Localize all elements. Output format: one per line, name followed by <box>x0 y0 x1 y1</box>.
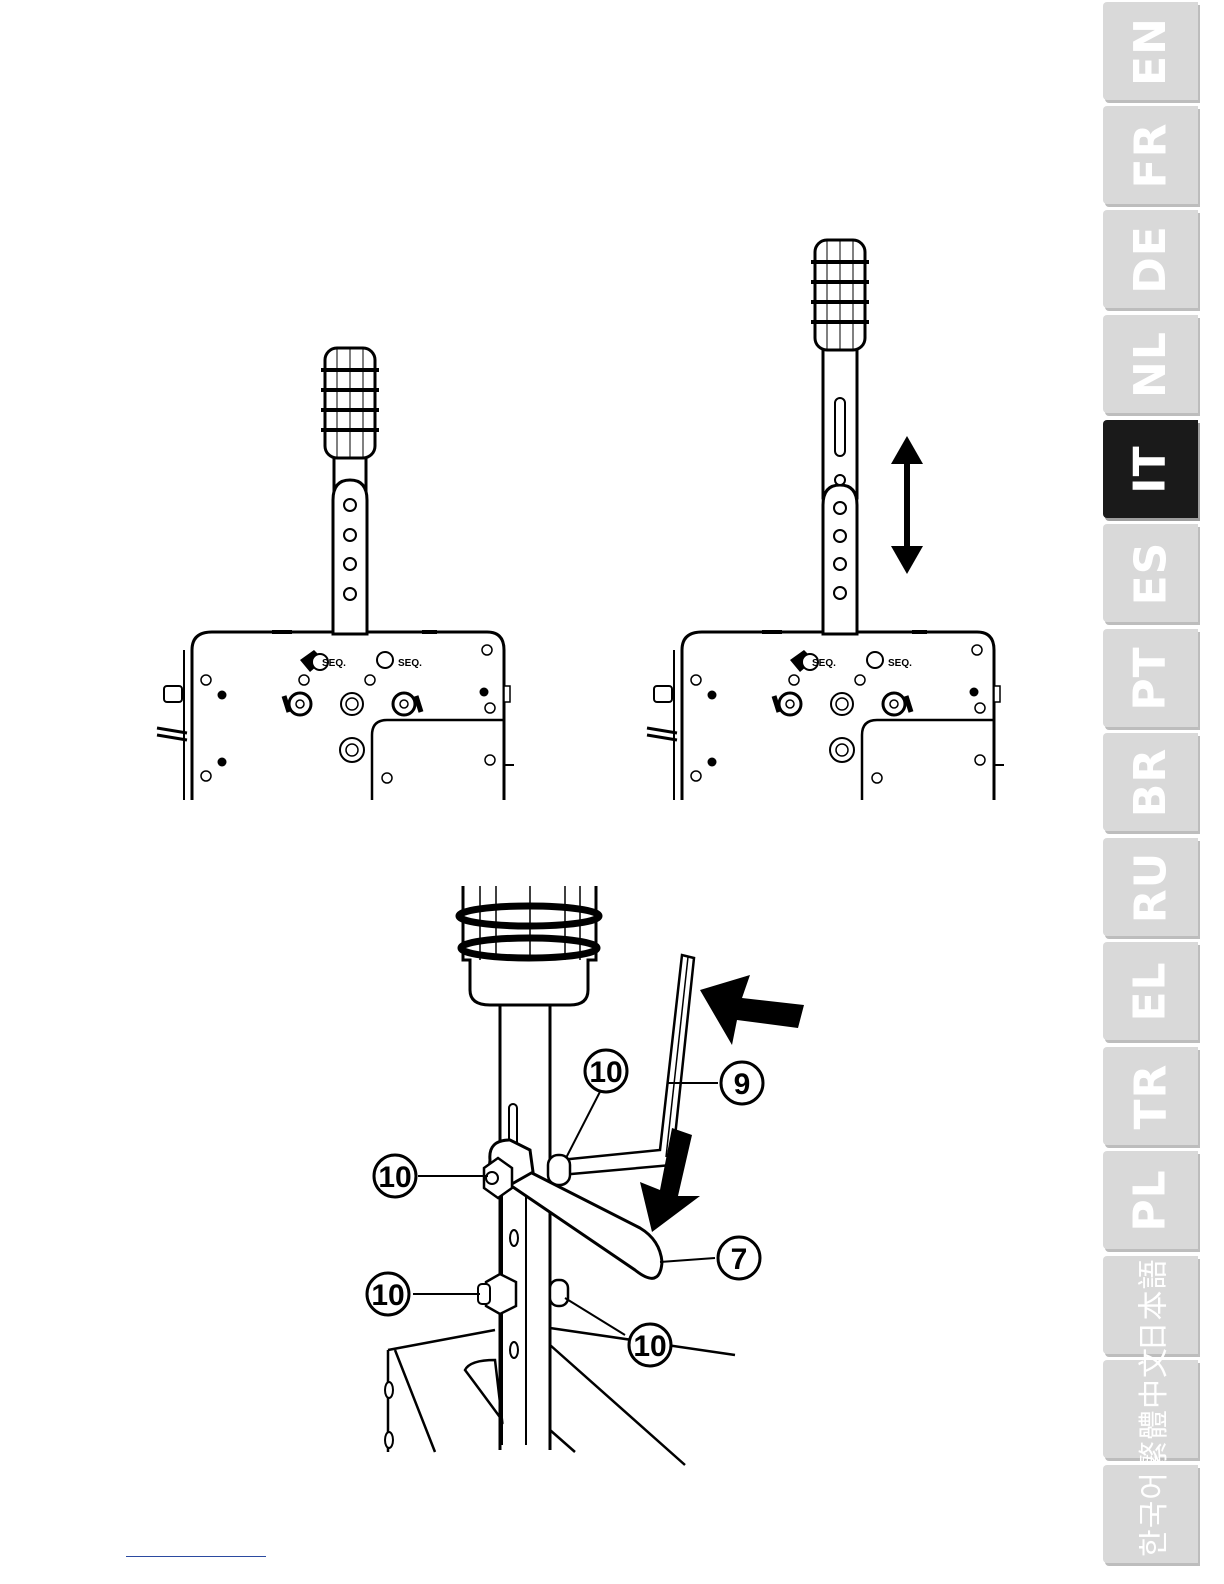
tab-lang-el[interactable]: EL <box>1103 942 1198 1040</box>
tab-lang-pt[interactable]: PT <box>1103 629 1198 727</box>
tab-lang-br[interactable]: BR <box>1103 733 1198 831</box>
tab-lang-de[interactable]: DE <box>1103 210 1198 308</box>
callout-allen-key: 9 <box>721 1062 763 1104</box>
language-tabs: EN FR DE NL IT ES PT BR RU EL TR PL 日本語 … <box>1103 0 1198 1584</box>
adjust-height-arrow-icon <box>891 436 923 574</box>
wrench-allen-key-detail: 10 9 10 7 10 10 <box>367 886 804 1465</box>
tab-lang-en[interactable]: EN <box>1103 2 1198 100</box>
handbrake-extended-diagram: SEQ. SEQ. <box>647 240 1004 800</box>
push-arrow-icon <box>700 975 804 1045</box>
tab-lang-ko[interactable]: 한국어 <box>1103 1465 1198 1563</box>
seq-port-label: SEQ. <box>812 658 836 669</box>
seq-port-label: SEQ. <box>888 658 912 669</box>
svg-text:10: 10 <box>589 1056 622 1089</box>
svg-text:7: 7 <box>731 1243 748 1276</box>
tab-lang-nl[interactable]: NL <box>1103 315 1198 413</box>
tab-lang-zh-tw[interactable]: 繁體中文 <box>1103 1360 1198 1458</box>
handbrake-retracted-diagram: SEQ. SEQ. <box>157 348 514 800</box>
callout-nut-bottom-left: 10 <box>367 1273 409 1315</box>
svg-text:10: 10 <box>378 1161 411 1194</box>
tab-lang-it[interactable]: IT <box>1103 420 1198 518</box>
svg-text:10: 10 <box>633 1330 666 1363</box>
tab-lang-pl[interactable]: PL <box>1103 1151 1198 1249</box>
seq-port-label: SEQ. <box>398 658 422 669</box>
tab-lang-ja[interactable]: 日本語 <box>1103 1256 1198 1354</box>
tab-lang-fr[interactable]: FR <box>1103 106 1198 204</box>
svg-text:9: 9 <box>734 1068 751 1101</box>
callout-wrench: 7 <box>718 1237 760 1279</box>
callout-nut-top-right: 10 <box>585 1050 627 1092</box>
tab-lang-ru[interactable]: RU <box>1103 838 1198 936</box>
tab-lang-es[interactable]: ES <box>1103 524 1198 622</box>
seq-port-label: SEQ. <box>322 658 346 669</box>
footer-rule <box>126 1556 266 1557</box>
callout-nut-top-left: 10 <box>374 1155 416 1197</box>
callout-nut-bottom-right: 10 <box>629 1324 671 1366</box>
tab-lang-tr[interactable]: TR <box>1103 1047 1198 1145</box>
svg-text:10: 10 <box>371 1279 404 1312</box>
push-down-arrow-icon <box>640 1128 700 1232</box>
